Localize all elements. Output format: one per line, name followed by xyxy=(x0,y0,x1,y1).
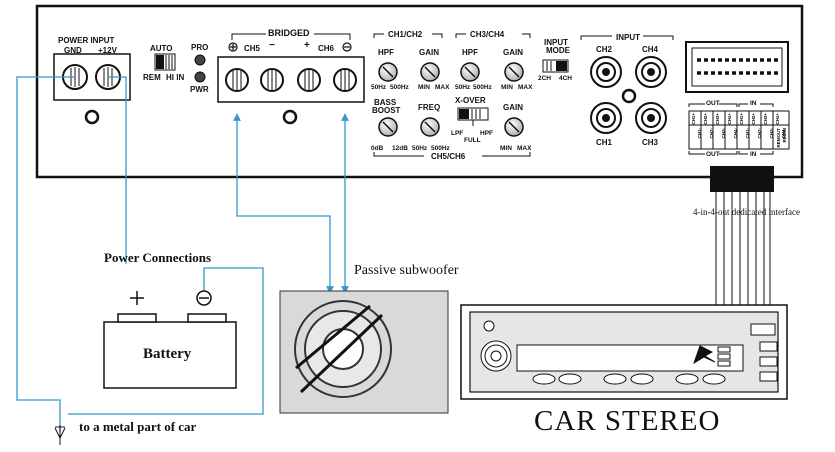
gain-label-2: GAIN xyxy=(503,48,523,57)
terminal-label: CH4- xyxy=(733,128,738,139)
terminal-label: CH2- xyxy=(709,128,714,139)
terminal-label: CH2+ xyxy=(751,113,756,125)
v12-label: +12V xyxy=(98,46,117,55)
battery-icon xyxy=(103,290,237,389)
rca-ch4-label: CH4 xyxy=(642,45,659,54)
out-label-top: OUT xyxy=(706,100,720,107)
terminal-label-extra: REMIN xyxy=(782,128,787,143)
rca-ch3-label: CH3 xyxy=(642,138,659,147)
hpf-label-1: HPF xyxy=(378,48,394,57)
gain-label-1: GAIN xyxy=(419,48,439,57)
pwr-label: PWR xyxy=(190,85,209,94)
hi-in-label: HI IN xyxy=(166,73,185,82)
amplifier-panel xyxy=(35,4,804,179)
hz500-label-1: 500Hz xyxy=(390,84,409,91)
terminal-label: CH2- xyxy=(757,128,762,139)
bridged-label: BRIDGED xyxy=(268,28,310,38)
boost-label: BOOST xyxy=(372,106,401,115)
hpf-label-3: HPF xyxy=(480,130,493,137)
sub-wire-plus xyxy=(233,113,334,294)
bridged-bracket xyxy=(231,33,351,40)
input-mode-label-1: INPUT xyxy=(544,38,568,47)
bridged-minus-1: − xyxy=(269,40,275,51)
terminal-label: CH3- xyxy=(721,128,726,139)
ground-wire xyxy=(16,76,75,432)
mode-4ch-label: 4CH xyxy=(559,75,573,82)
in-label-top: IN xyxy=(750,100,757,107)
battery-caption: Battery xyxy=(143,346,192,362)
knob-icons xyxy=(378,62,524,137)
ch1-ch2-label: CH1/CH2 xyxy=(388,30,423,39)
bridged-plus-2: + xyxy=(304,40,310,51)
terminal-label-extra: REMOUT xyxy=(776,128,781,148)
max-label-3: MAX xyxy=(517,145,532,152)
terminal-label: CH2+ xyxy=(703,113,708,125)
fuse-2-icon xyxy=(282,109,298,125)
terminal-label: CH3+ xyxy=(763,113,768,125)
terminal-label: CH3+ xyxy=(715,113,720,125)
subwoofer-icon xyxy=(279,290,449,414)
terminal-label: CH1- xyxy=(697,128,702,139)
rca-ch2-label: CH2 xyxy=(596,45,613,54)
terminal-label: CH1- xyxy=(745,128,750,139)
car-stereo-icon xyxy=(460,304,788,400)
car-stereo-caption: CAR STEREO xyxy=(534,405,721,437)
ch6-label: CH6 xyxy=(318,44,335,53)
in-label-bottom: IN xyxy=(750,151,757,158)
hz50-label-3: 50Hz xyxy=(412,145,428,152)
terminal-label: CH1+ xyxy=(739,113,744,125)
ground-symbol-icon xyxy=(54,427,66,440)
terminal-label: CH4+ xyxy=(775,113,780,125)
bass-label: BASS xyxy=(374,98,397,107)
positive-wire xyxy=(108,76,127,264)
auto-label: AUTO xyxy=(150,44,173,53)
rem-label: REM xyxy=(143,73,161,82)
hz50-label-1: 50Hz xyxy=(371,84,387,91)
out-label-bottom: OUT xyxy=(706,151,720,158)
mode-2ch-label: 2CH xyxy=(538,75,552,82)
interface-caption: 4-in-4-out dedicated interface xyxy=(693,207,800,217)
db0-label: 0dB xyxy=(371,145,384,152)
interface-plug-icon xyxy=(710,166,774,192)
rca-ch1-label: CH1 xyxy=(596,138,613,147)
rca-input-icons xyxy=(590,56,667,134)
db12-label: 12dB xyxy=(392,145,408,152)
min-label-2: MIN xyxy=(501,84,513,91)
full-label: FULL xyxy=(464,137,481,144)
lpf-label: LPF xyxy=(451,130,464,137)
pwr-led-icon xyxy=(194,71,206,83)
ch3-ch4-label: CH3/CH4 xyxy=(470,30,505,39)
pro-label: PRO xyxy=(191,43,209,52)
hpf-label-2: HPF xyxy=(462,48,478,57)
terminal-label: CH3- xyxy=(769,128,774,139)
min-label-3: MIN xyxy=(500,145,512,152)
pro-led-icon xyxy=(194,54,206,66)
gain-label-3: GAIN xyxy=(503,103,523,112)
freq-label: FREQ xyxy=(418,103,441,112)
input-mode-label-2: MODE xyxy=(546,46,570,55)
hz500-label-2: 500Hz xyxy=(473,84,492,91)
terminal-strip xyxy=(688,103,790,155)
ch5-label: CH5 xyxy=(244,44,261,53)
passive-subwoofer-caption: Passive subwoofer xyxy=(354,263,459,278)
max-label-1: MAX xyxy=(435,84,450,91)
input-title: INPUT xyxy=(616,33,640,42)
terminal-label: CH4+ xyxy=(727,113,732,125)
x-over-label: X-OVER xyxy=(455,96,486,105)
hz50-label-2: 50Hz xyxy=(455,84,471,91)
min-label-1: MIN xyxy=(418,84,430,91)
max-label-2: MAX xyxy=(518,84,533,91)
power-connections-caption: Power Connections xyxy=(104,250,212,265)
terminal-label: CH1+ xyxy=(691,113,696,125)
power-input-title: POWER INPUT xyxy=(58,36,115,45)
ch5-ch6-label: CH5/CH6 xyxy=(431,152,466,161)
hz500-label-3: 500Hz xyxy=(431,145,450,152)
fuse-icon xyxy=(84,109,100,125)
speaker-terminal-icons xyxy=(225,68,357,92)
gnd-label: GND xyxy=(64,46,82,55)
metal-part-caption: to a metal part of car xyxy=(79,419,197,434)
